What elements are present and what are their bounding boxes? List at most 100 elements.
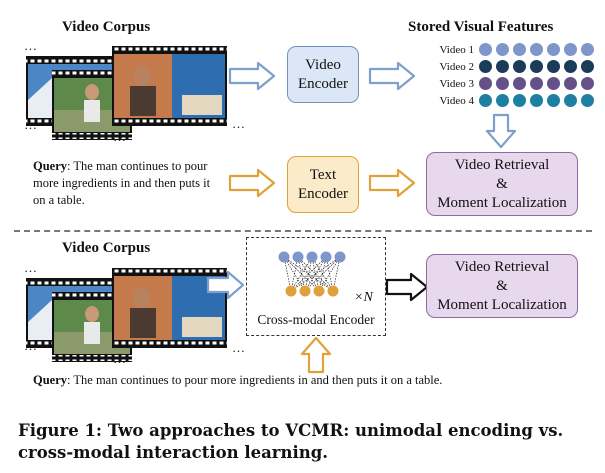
film-strip-running (52, 70, 132, 140)
video-encoder-box: Video Encoder (287, 46, 359, 103)
feature-dot (530, 60, 543, 73)
bottom-video-strips (26, 268, 227, 362)
arrow-text-encoder-to-retrieval (368, 168, 416, 198)
top-retrieval-line1: Video Retrieval (454, 156, 550, 173)
text-node (313, 285, 325, 297)
arrow-corpus-to-cross-modal (206, 270, 245, 300)
feature-dot (496, 94, 509, 107)
bottom-query-label: Query (33, 373, 68, 387)
visual-node (320, 251, 332, 263)
feature-dot (530, 94, 543, 107)
feature-dot (581, 60, 594, 73)
feature-dot (547, 43, 560, 56)
feature-dot (513, 60, 526, 73)
feature-dot (581, 43, 594, 56)
bottom-retrieval-line1: Video Retrieval (454, 258, 550, 275)
top-retrieval-line2: & (496, 175, 508, 192)
feature-dot (479, 60, 492, 73)
feature-dot (479, 43, 492, 56)
feature-dot (479, 94, 492, 107)
feature-dot (513, 94, 526, 107)
feature-row: Video 3 (424, 75, 594, 92)
ellipsis-bottom-3: … (113, 351, 127, 366)
feature-dot (496, 60, 509, 73)
feature-row-label: Video 3 (439, 77, 474, 90)
visual-node (306, 251, 318, 263)
ellipsis-bottom-1: … (24, 260, 38, 275)
visual-node (278, 251, 290, 263)
arrow-query-to-text-encoder (228, 168, 276, 198)
feature-dot (564, 60, 577, 73)
stored-features-grid: Video 1 Video 2 Video 3 Video 4 (424, 41, 594, 109)
network-edge (318, 256, 341, 292)
feature-row-label: Video 2 (439, 60, 474, 73)
cross-modal-encoder-box (246, 237, 386, 336)
feature-dot (581, 94, 594, 107)
text-encoder-label: Text Encoder (298, 166, 348, 202)
feature-row: Video 1 (424, 41, 594, 58)
ellipsis-bottom-4: … (232, 340, 246, 355)
network-edge (304, 256, 341, 292)
feature-row-label: Video 1 (439, 43, 474, 56)
feature-dot (530, 43, 543, 56)
ellipsis-top-1: … (24, 38, 38, 53)
feature-dot (547, 77, 560, 90)
top-retrieval-line3: Moment Localization (437, 194, 567, 211)
network-edge (290, 256, 327, 292)
feature-dot (530, 77, 543, 90)
film-strip-cooking (112, 46, 227, 126)
feature-dot (547, 60, 560, 73)
network-edge (290, 256, 341, 292)
feature-row-label: Video 4 (439, 94, 474, 107)
top-query-label: Query (33, 159, 68, 173)
arrow-corpus-to-video-encoder (228, 61, 276, 91)
top-query-body: : The man continues to pour more ingredi… (33, 159, 211, 207)
cross-modal-times-n: ×N (354, 290, 373, 305)
network-edge (283, 256, 292, 292)
visual-node (292, 251, 304, 263)
bottom-query-text: Query: The man continues to pour more in… (33, 372, 442, 389)
feature-dot (581, 77, 594, 90)
ellipsis-top-4: … (232, 116, 246, 131)
feature-dot (513, 43, 526, 56)
network-edge (290, 256, 299, 292)
ellipsis-top-2: … (24, 117, 38, 132)
ellipsis-top-3: … (113, 129, 127, 144)
arrow-features-to-retrieval (485, 113, 517, 149)
feature-row: Video 4 (424, 92, 594, 109)
feature-dot (564, 94, 577, 107)
feature-dot (564, 43, 577, 56)
text-encoder-box: Text Encoder (287, 156, 359, 213)
bottom-retrieval-box: Video Retrieval & Moment Localization (426, 254, 578, 318)
feature-dot (564, 77, 577, 90)
feature-dot (479, 77, 492, 90)
top-corpus-title: Video Corpus (62, 19, 151, 35)
feature-dot (547, 94, 560, 107)
text-node (285, 285, 297, 297)
network-edge (290, 256, 313, 292)
top-video-strips (26, 46, 227, 140)
feature-dot (496, 77, 509, 90)
network-edge (332, 256, 341, 292)
arrow-query-to-cross-modal (300, 336, 332, 374)
arrow-encoder-to-features (368, 61, 416, 91)
figure-caption: Figure 1: Two approaches to VCMR: unimod… (18, 421, 564, 462)
bottom-retrieval-line3: Moment Localization (437, 296, 567, 313)
arrow-cross-modal-to-retrieval (385, 272, 429, 302)
bottom-corpus-title: Video Corpus (62, 240, 151, 256)
feature-row: Video 2 (424, 58, 594, 75)
cross-modal-network (278, 251, 346, 297)
section-divider (14, 230, 592, 232)
video-encoder-label: Video Encoder (298, 56, 348, 92)
ellipsis-bottom-2: … (24, 338, 38, 353)
feature-dot (496, 43, 509, 56)
top-retrieval-box: Video Retrieval & Moment Localization (426, 152, 578, 216)
visual-node (334, 251, 346, 263)
text-node (327, 285, 339, 297)
bottom-query-body: : The man continues to pour more ingredi… (67, 373, 443, 387)
cross-modal-label: Cross-modal Encoder (257, 312, 375, 327)
text-node (299, 285, 311, 297)
bottom-retrieval-line2: & (496, 277, 508, 294)
features-title: Stored Visual Features (408, 19, 554, 35)
feature-dot (513, 77, 526, 90)
